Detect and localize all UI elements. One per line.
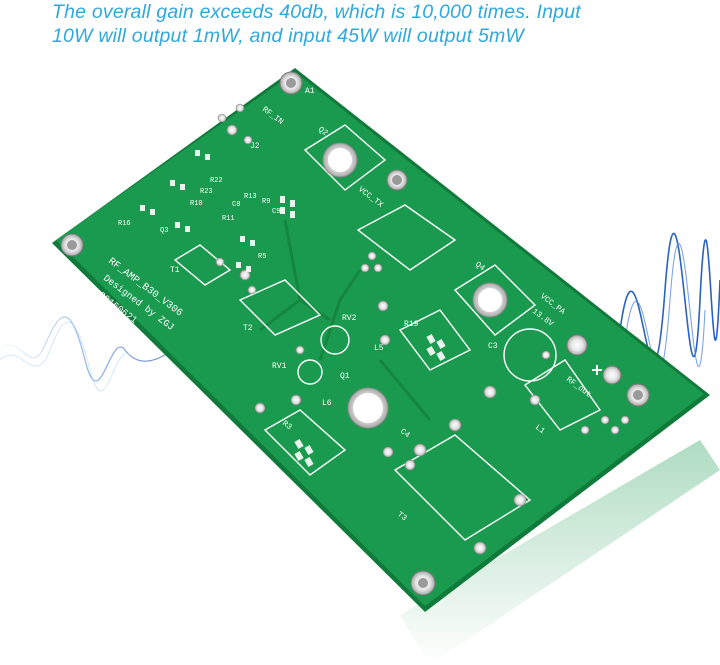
label-t2: T2	[243, 324, 253, 333]
caption-line-2: 10W will output 1mW, and input 45W will …	[52, 25, 525, 47]
board-reflection	[400, 440, 720, 665]
label-t1: T1	[170, 266, 180, 275]
label-q3: Q3	[160, 227, 168, 235]
caption-line-1: The overall gain exceeds 40db, which is …	[52, 1, 581, 23]
waveform-left	[0, 316, 181, 382]
label-l5: L5	[374, 344, 384, 353]
label-r10: R10	[190, 200, 203, 208]
label-c8: C8	[232, 201, 240, 209]
label-rv2: RV2	[342, 314, 357, 323]
label-r13: R13	[244, 193, 257, 201]
label-q1: Q1	[340, 372, 350, 381]
label-r9: R9	[262, 198, 270, 206]
label-r23: R23	[200, 188, 213, 196]
label-c3: C3	[488, 342, 498, 351]
mounting-holes	[60, 71, 650, 596]
label-r22: R22	[210, 177, 223, 185]
label-j2: J2	[250, 142, 260, 151]
caption: The overall gain exceeds 40db, which is …	[52, 0, 692, 48]
label-l6: L6	[322, 399, 332, 408]
label-rv1: RV1	[272, 362, 287, 371]
label-a1: A1	[305, 87, 315, 96]
label-c9: C9	[272, 208, 280, 216]
label-r16: R16	[118, 220, 131, 228]
transistor-holes	[322, 142, 508, 429]
polarity-plus-icon	[592, 365, 602, 375]
pcb-board: RF_AMP_B30_V306 Designed by ZGJ 20160621…	[52, 68, 710, 612]
label-r11: R11	[222, 215, 235, 223]
label-r19: R19	[404, 320, 419, 329]
label-r5: R5	[258, 253, 266, 261]
